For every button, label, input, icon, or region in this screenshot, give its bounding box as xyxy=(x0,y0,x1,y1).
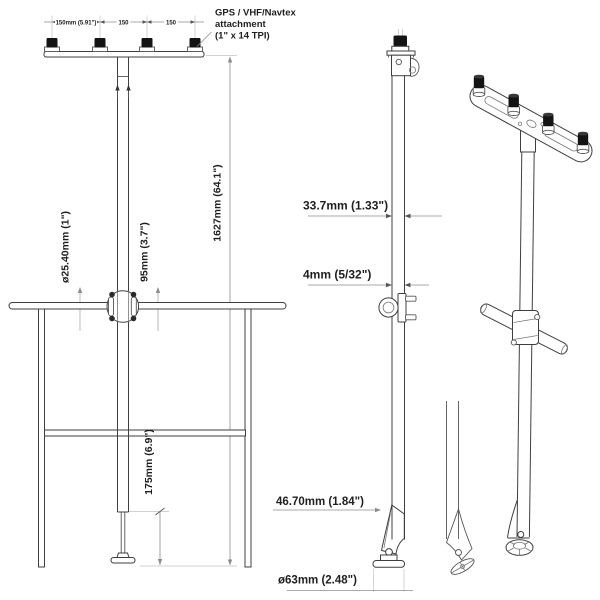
wall-thickness-label: 4mm (5/32") xyxy=(303,268,371,282)
base-height-dimension xyxy=(273,507,381,513)
base-bracket-side xyxy=(372,504,405,568)
overall-height-label: 1627mm (64.1") xyxy=(212,164,224,241)
mount-spacing-label-3: 150 xyxy=(166,21,177,27)
folded-foot xyxy=(450,558,475,575)
mast-pole-front xyxy=(115,57,131,553)
side-view: 33.7mm (1.33") 4mm (5/32") 46.70mm (1.84… xyxy=(273,29,442,592)
iso-view xyxy=(469,74,593,556)
foot-extension-dimension xyxy=(129,507,169,565)
tube-diameter-dimension xyxy=(308,213,442,219)
overall-height-dimension xyxy=(140,55,237,567)
clamp-height-label: 95mm (3.7") xyxy=(139,222,151,282)
mast-foot-front xyxy=(110,552,136,564)
callout-leader-line xyxy=(196,31,212,47)
rail-clamp-side xyxy=(378,293,417,323)
pole-diameter-label: ø25.40mm (1") xyxy=(60,211,72,283)
antenna-mount-2 xyxy=(92,38,108,52)
antenna-mount-3 xyxy=(139,38,155,52)
base-diameter-label: ø63mm (2.48") xyxy=(278,575,357,587)
rail-clamp-flange xyxy=(106,290,140,323)
tube-diameter-label: 33.7mm (1.33") xyxy=(303,199,388,213)
iso-antenna-mount-3 xyxy=(542,112,555,135)
gps-attachment-callout: GPS / VHF/Navtex attachment (1" x 14 TPI… xyxy=(215,8,296,42)
iso-antenna-mount-2 xyxy=(507,93,520,116)
mount-spacing-label-2: 150 xyxy=(118,21,129,27)
mount-spacing-label-1: 150mm (5.91") xyxy=(56,21,97,27)
top-spreader-bar xyxy=(43,51,205,58)
iso-antenna-mount-4 xyxy=(576,131,590,154)
callout-line-1: GPS / VHF/Navtex xyxy=(215,8,296,19)
front-view: 150mm (5.91") 150 150 ø25.40mm (1") 95mm… xyxy=(8,15,287,568)
antenna-mount-4 xyxy=(187,38,203,52)
base-diameter-dimension xyxy=(287,569,413,592)
rail-top xyxy=(8,302,287,310)
iso-rail-clamp xyxy=(510,310,541,346)
callout-line-3: (1" x 14 TPI) xyxy=(215,31,270,42)
rail-middle xyxy=(44,429,246,437)
base-detail-view xyxy=(445,401,475,575)
iso-base-foot xyxy=(505,499,534,556)
foot-extension-label: 175mm (6.9") xyxy=(143,429,155,495)
callout-line-2: attachment xyxy=(215,19,267,30)
rail-leg-left xyxy=(38,308,45,568)
iso-spreader-bar xyxy=(469,84,593,163)
top-attachment-side xyxy=(386,29,420,77)
antenna-mount-1 xyxy=(44,38,60,52)
base-height-label: 46.70mm (1.84") xyxy=(276,496,364,508)
iso-antenna-mount-1 xyxy=(472,74,486,97)
mount-spacing-dimension xyxy=(44,15,204,42)
rail-leg-right xyxy=(244,308,252,568)
wall-thickness-dimension xyxy=(308,282,429,288)
